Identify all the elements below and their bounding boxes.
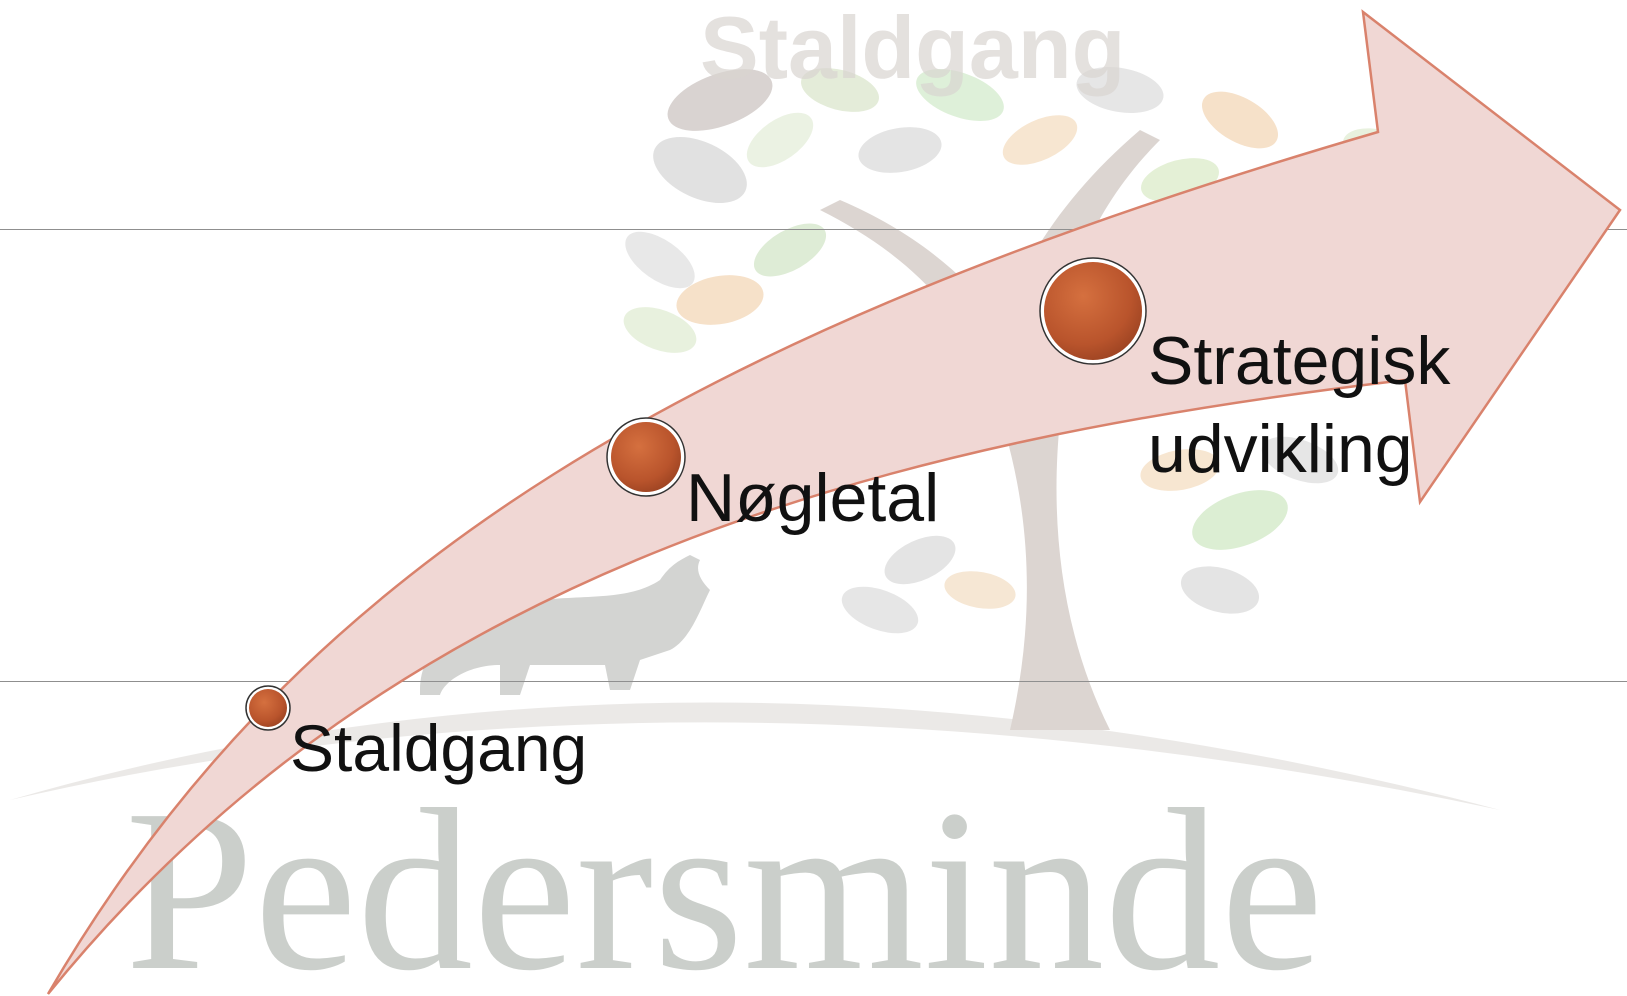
curved-arrow-shape: [46, 9, 1622, 995]
watermark-top-text: Staldgang: [700, 0, 1125, 97]
horizontal-rule-upper: [0, 229, 1627, 230]
horizontal-rule-lower: [0, 681, 1627, 682]
stage-label-staldgang: Staldgang: [290, 711, 588, 785]
tree-leaves-icon: [623, 67, 1488, 634]
pig-silhouette-icon: [420, 555, 710, 695]
stage-marker-staldgang: [245, 685, 291, 731]
horizon-arc: [10, 702, 1500, 810]
stage-label-strategisk-line2: udvikling: [1148, 411, 1413, 487]
stage-label-strategisk: Strategisk udvikling: [1148, 317, 1450, 493]
stage-marker-strategisk: [1039, 257, 1147, 365]
stage-marker-nogletal: [606, 417, 686, 497]
stage-label-strategisk-line1: Strategisk: [1148, 323, 1451, 399]
watermark-brand-text: Pedersminde: [125, 762, 1323, 996]
stage-label-nogletal: Nøgletal: [686, 460, 940, 536]
